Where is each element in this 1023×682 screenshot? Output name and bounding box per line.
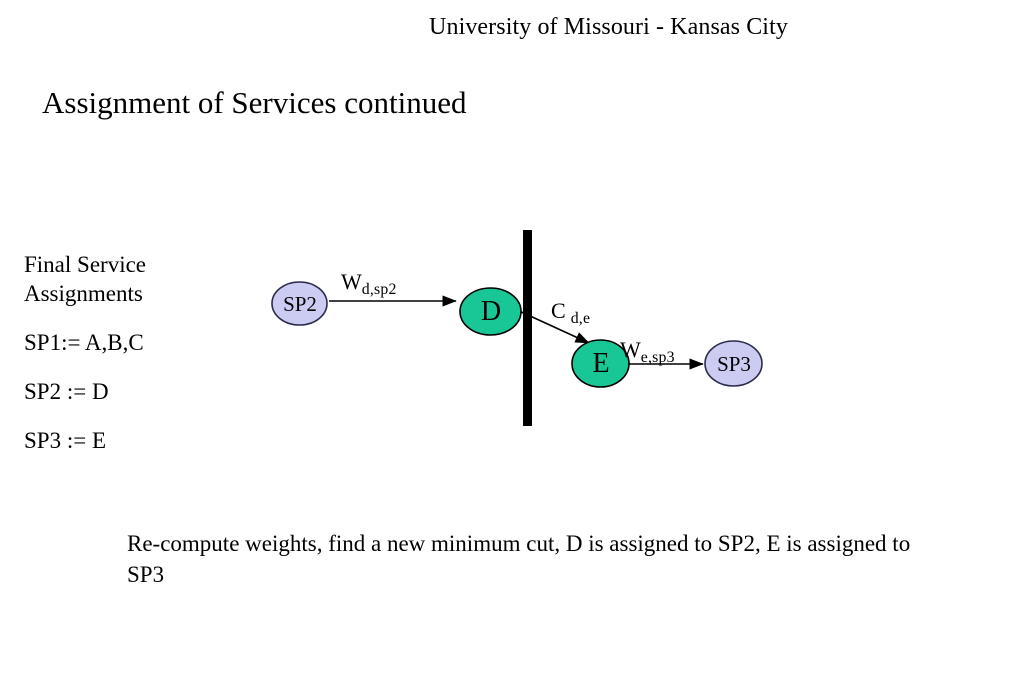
assignment-sp2: SP2 := D: [24, 379, 109, 404]
edge-label-sub: d,sp2: [361, 281, 397, 299]
node-e-label: E: [592, 348, 610, 379]
final-service-assignments-block: Final Service Assignments SP1:= A,B,C SP…: [24, 250, 254, 475]
node-sp3-label: SP3: [717, 352, 751, 376]
node-d-label: D: [480, 296, 502, 327]
node-sp2: [271, 281, 328, 326]
slide-header: University of Missouri - Kansas City: [0, 12, 1023, 42]
assignment-sp1: SP1:= A,B,C: [24, 330, 144, 355]
edge-label-w-e-sp3: We,sp3: [620, 339, 675, 369]
slide-caption: Re-compute weights, find a new minimum c…: [127, 531, 911, 587]
node-d: [459, 287, 522, 336]
edge-label-sub: e,sp3: [640, 349, 675, 367]
node-sp3: [704, 340, 763, 387]
assignments-heading-line2: Assignments: [24, 281, 143, 306]
edge-label-w-d-sp2: Wd,sp2: [341, 271, 397, 301]
edge-label-base: W: [620, 337, 641, 362]
edge-label-sub: d,e: [570, 310, 591, 328]
assignments-heading: Final Service Assignments: [24, 250, 254, 308]
page-title: Assignment of Services continued: [42, 85, 467, 120]
assignments-heading-line1: Final Service: [24, 252, 146, 277]
institution-name: University of Missouri - Kansas City: [429, 14, 788, 40]
assignment-sp3: SP3 := E: [24, 428, 106, 453]
node-sp2-label: SP2: [283, 292, 317, 316]
edge-d-to-e: [516, 309, 590, 344]
edge-label-base: C: [551, 298, 566, 323]
minimum-cut-bar: [523, 230, 532, 426]
edge-label-base: W: [341, 269, 362, 294]
node-e: [571, 339, 630, 388]
